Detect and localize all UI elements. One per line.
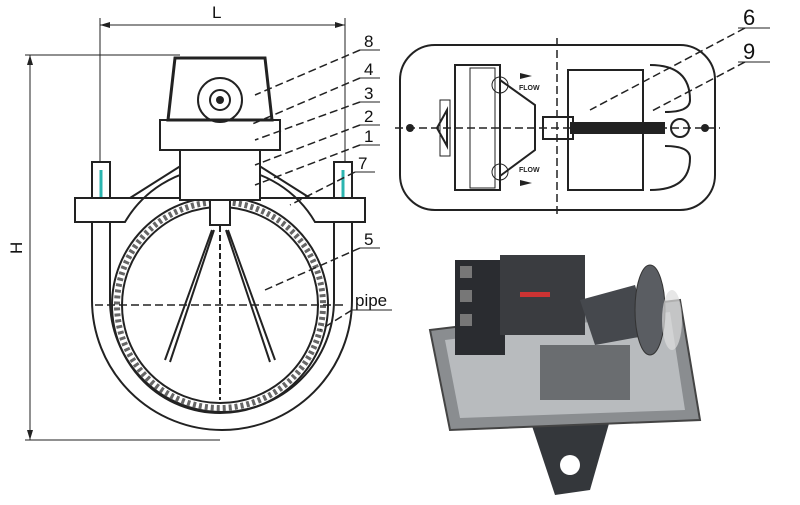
flow-arrow-icon [520,73,532,79]
dimension-l-label: L [212,3,221,22]
callout-6: 6 [743,5,755,30]
flow-label-bottom: FLOW [519,167,540,174]
callout-4: 4 [364,60,373,79]
callout-7: 7 [358,154,367,173]
dimension-h-label: H [7,242,26,254]
pipe-label: pipe [355,291,387,310]
cross-section-view: L H [7,3,392,441]
flow-arrow-icon [520,180,532,186]
flow-label-top: FLOW [519,85,540,92]
callout-9: 9 [743,39,755,64]
product-photo [428,255,702,495]
callout-8: 8 [364,32,373,51]
callout-5: 5 [364,230,373,249]
top-view: FLOW FLOW 6 9 [395,5,770,215]
callout-3: 3 [364,84,373,103]
callout-2: 2 [364,107,373,126]
callout-1: 1 [364,127,373,146]
